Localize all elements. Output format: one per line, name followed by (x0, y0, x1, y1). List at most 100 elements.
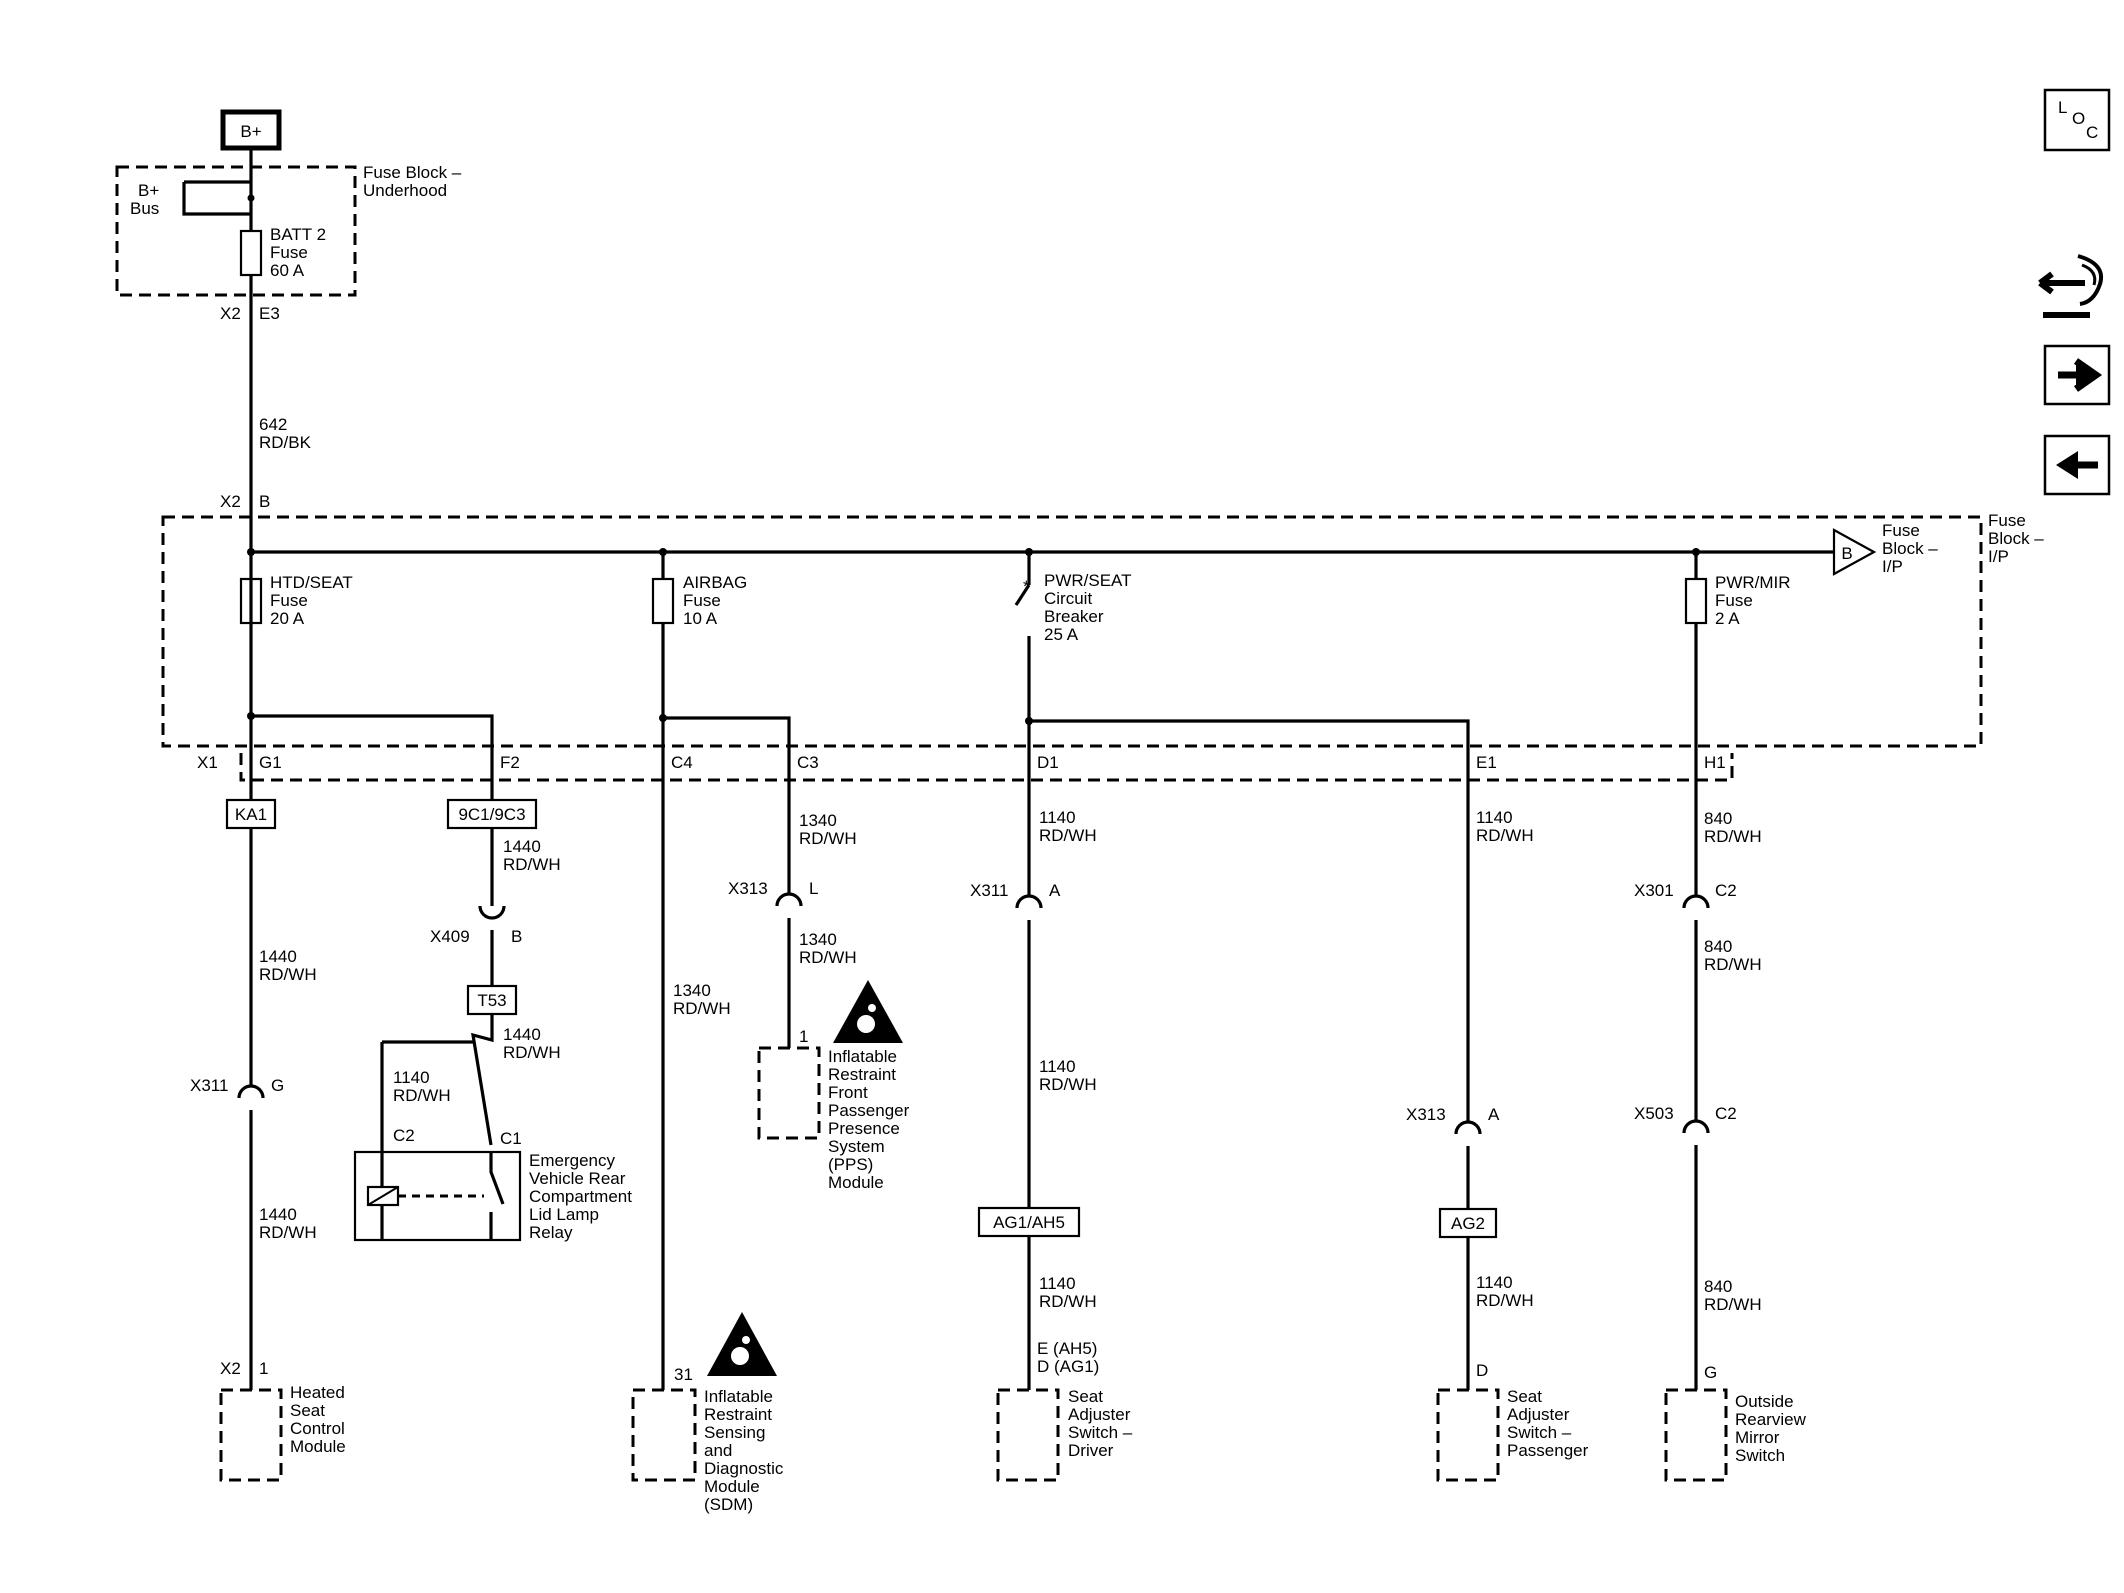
wire-label-840-a: 840 RD/WH (1704, 809, 1762, 846)
pwr-seat-circuit-breaker (1014, 552, 1031, 1222)
svg-text:1140: 1140 (1476, 808, 1513, 827)
next-page-button[interactable] (2043, 344, 2111, 406)
svg-text:1140: 1140 (1476, 1273, 1513, 1292)
wire-label-1140-relay: 1140 RD/WH (393, 1068, 451, 1105)
svg-text:1440: 1440 (503, 1025, 541, 1044)
wire-label-1440-b: 1440 RD/WH (259, 1205, 317, 1242)
harness-route-icon[interactable] (2038, 254, 2103, 318)
heated-seat-control-module (219, 1388, 283, 1482)
svg-text:D1: D1 (1037, 753, 1059, 772)
wire-label-1440-c: 1440 RD/WH (503, 837, 561, 874)
svg-text:1340: 1340 (673, 981, 711, 1000)
svg-text:Module: Module (704, 1477, 760, 1496)
inline-connector-x313-a: X313 A (1406, 1105, 1500, 1146)
htd-seat-branch (251, 714, 494, 800)
svg-text:1440: 1440 (259, 947, 297, 966)
wire-label-1140-b: 1140 RD/WH (1039, 1057, 1097, 1094)
svg-text:Block –: Block – (1882, 539, 1938, 558)
svg-text:Presence: Presence (828, 1119, 900, 1138)
fuse-block-ip-title-offpage: Fuse Block – I/P (1882, 521, 1938, 576)
svg-text:10 A: 10 A (683, 609, 718, 628)
splice-ag1-ah5: AG1/AH5 (977, 1206, 1081, 1238)
heated-seat-label: Heated Seat Control Module (290, 1383, 346, 1456)
svg-text:Restraint: Restraint (828, 1065, 896, 1084)
svg-text:RD/WH: RD/WH (393, 1086, 451, 1105)
svg-text:RD/WH: RD/WH (799, 948, 857, 967)
svg-text:H1: H1 (1704, 753, 1726, 772)
svg-text:Seat: Seat (1068, 1387, 1103, 1406)
svg-text:Fuse: Fuse (1988, 511, 2026, 530)
htd-seat-fuse-label: HTD/SEAT Fuse 20 A (270, 573, 353, 628)
svg-text:RD/WH: RD/WH (1704, 955, 1762, 974)
seat-driver-pin-labels: E (AH5) D (AG1) (1037, 1339, 1099, 1376)
svg-text:Rearview: Rearview (1735, 1410, 1807, 1429)
seat-adjuster-switch-driver (996, 1388, 1060, 1482)
relay-pin-c2: C2 (393, 1126, 415, 1145)
svg-text:Control: Control (290, 1419, 345, 1438)
battery-source: B+ (220, 109, 282, 151)
inline-connector-x311-a: X311 A (970, 881, 1061, 920)
svg-text:Sensing: Sensing (704, 1423, 765, 1442)
wire-label-1340-b: 1340 RD/WH (799, 930, 857, 967)
inline-connector-x313-l: X313 L (728, 879, 818, 918)
svg-text:Fuse: Fuse (1715, 591, 1753, 610)
svg-text:D (AG1): D (AG1) (1037, 1357, 1099, 1376)
svg-text:Outside: Outside (1735, 1392, 1794, 1411)
underhood-pin-label: E3 (259, 304, 280, 323)
pwr-seat-branch (1029, 719, 1470, 1390)
svg-text:RD/WH: RD/WH (259, 1223, 317, 1242)
fuse-block-ip-title: Fuse Block – I/P (1988, 511, 2044, 566)
svg-text:60 A: 60 A (270, 261, 305, 280)
svg-text:AG1/AH5: AG1/AH5 (993, 1213, 1065, 1232)
fuse-block-underhood-outline (115, 165, 357, 297)
svg-text:KA1: KA1 (235, 805, 267, 824)
x1-connector-outline (239, 753, 1734, 782)
svg-text:AIRBAG: AIRBAG (683, 573, 747, 592)
svg-text:1140: 1140 (1039, 1274, 1076, 1293)
svg-text:C2: C2 (1715, 1104, 1737, 1123)
seat-passenger-pin-label: D (1476, 1361, 1488, 1380)
svg-text:(PPS): (PPS) (828, 1155, 873, 1174)
svg-text:Fuse: Fuse (1882, 521, 1920, 540)
svg-text:RD/WH: RD/WH (1039, 826, 1097, 845)
svg-text:RD/WH: RD/WH (503, 855, 561, 874)
svg-text:Seat: Seat (1507, 1387, 1542, 1406)
svg-text:Switch –: Switch – (1068, 1423, 1133, 1442)
svg-text:Fuse: Fuse (270, 243, 308, 262)
svg-text:X409: X409 (430, 927, 470, 946)
svg-text:C: C (2086, 123, 2098, 142)
previous-page-button[interactable] (2043, 434, 2111, 496)
svg-text:C2: C2 (1715, 881, 1737, 900)
svg-text:Bus: Bus (130, 199, 159, 218)
svg-text:20 A: 20 A (270, 609, 305, 628)
svg-text:X313: X313 (1406, 1105, 1446, 1124)
loc-button[interactable]: L O C (2043, 88, 2111, 152)
svg-text:RD/WH: RD/WH (259, 965, 317, 984)
pwr-mir-fuse (1684, 577, 1708, 625)
battery-source-label: B+ (240, 122, 261, 141)
svg-text:Fuse: Fuse (683, 591, 721, 610)
pps-label: Inflatable Restraint Front Passenger Pre… (828, 1047, 910, 1192)
airbag-fuse-label: AIRBAG Fuse 10 A (683, 573, 747, 628)
inline-connector-x409-b: X409 B (430, 905, 522, 946)
relay-label: Emergency Vehicle Rear Compartment Lid L… (529, 1151, 632, 1242)
svg-text:840: 840 (1704, 1277, 1732, 1296)
svg-text:Circuit: Circuit (1044, 589, 1092, 608)
svg-text:840: 840 (1704, 809, 1732, 828)
svg-text:Emergency: Emergency (529, 1151, 615, 1170)
svg-text:RD/WH: RD/WH (673, 999, 731, 1018)
svg-text:RD/WH: RD/WH (1039, 1075, 1097, 1094)
svg-text:Block –: Block – (1988, 529, 2044, 548)
batt2-fuse (239, 229, 263, 277)
offpage-ref-b: B (1832, 528, 1877, 576)
svg-text:2 A: 2 A (1715, 609, 1740, 628)
wire-label-1140-c: 1140 RD/WH (1039, 1274, 1097, 1311)
svg-text:BATT 2: BATT 2 (270, 225, 326, 244)
svg-text:642: 642 (259, 415, 287, 434)
svg-text:Diagnostic: Diagnostic (704, 1459, 784, 1478)
wire-label-1140-a: 1140 RD/WH (1039, 808, 1097, 845)
svg-text:1340: 1340 (799, 930, 837, 949)
svg-text:25 A: 25 A (1044, 625, 1079, 644)
wire-label-1340-a: 1340 RD/WH (799, 811, 857, 848)
svg-text:RD/WH: RD/WH (1476, 826, 1534, 845)
